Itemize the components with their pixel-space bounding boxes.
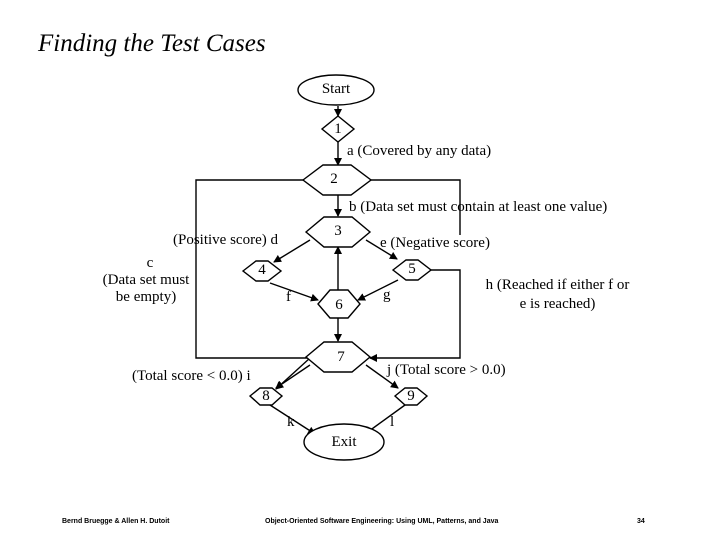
node-1-label: 1 <box>334 121 342 137</box>
edge-l-label: l <box>390 414 395 430</box>
edge-k-label: k <box>287 414 295 430</box>
edge-c-letter: c <box>146 255 154 271</box>
edge-j <box>365 364 399 389</box>
node-7-shape <box>304 341 372 373</box>
node-2-shape <box>301 164 373 196</box>
edge-h <box>369 269 461 362</box>
edge-d-label: (Positive score) d <box>173 232 278 248</box>
slide-title: Finding the Test Cases <box>38 30 266 57</box>
edge-f <box>269 282 319 302</box>
node-3-label: 3 <box>334 223 342 239</box>
edge-j-label: j (Total score > 0.0) <box>387 362 506 378</box>
node-5-label: 5 <box>408 261 416 277</box>
edge-c-line2: be empty) <box>115 289 177 305</box>
edge-c <box>195 179 312 390</box>
node-9-label: 9 <box>407 388 415 404</box>
edge-i <box>275 364 311 389</box>
node-4-label: 4 <box>258 262 266 278</box>
node-9-shape <box>393 387 429 406</box>
edge-h-line2: e is reached) <box>519 296 596 312</box>
edge-g <box>357 279 399 301</box>
edge-k <box>269 404 316 435</box>
node-4-shape <box>241 260 283 282</box>
edge-c-line1: (Data set must <box>102 272 190 288</box>
exit-terminal <box>303 423 385 461</box>
edge-a-label: a (Covered by any data) <box>347 143 492 159</box>
edge-e-label: e (Negative score) <box>380 235 490 251</box>
edge-i-label: (Total score < 0.0) i <box>132 368 251 384</box>
footer-authors: Bernd Bruegge & Allen H. Dutoit <box>62 518 170 525</box>
node-5-shape <box>391 259 433 281</box>
start-terminal <box>297 74 375 106</box>
edge-h-top <box>370 179 461 235</box>
node-6-label: 6 <box>335 297 343 313</box>
edge-b-label: b (Data set must contain at least one va… <box>349 199 608 215</box>
node-6-shape <box>317 289 361 319</box>
node-7-label: 7 <box>337 349 345 365</box>
node-8-shape <box>248 387 284 406</box>
start-label: Start <box>321 81 351 97</box>
node-8-label: 8 <box>262 388 270 404</box>
footer-page-number: 34 <box>637 518 645 525</box>
node-3-shape <box>304 216 372 248</box>
edge-f-label: f <box>286 289 291 305</box>
edge-h-line1: h (Reached if either f or <box>485 277 630 293</box>
exit-label: Exit <box>331 434 357 450</box>
footer-book-title: Object-Oriented Software Engineering: Us… <box>265 518 499 525</box>
edge-g-label: g <box>383 287 391 303</box>
node-1-shape <box>320 115 356 143</box>
edge-e <box>365 239 398 260</box>
node-2-label: 2 <box>330 171 338 187</box>
edge-d <box>273 239 311 263</box>
